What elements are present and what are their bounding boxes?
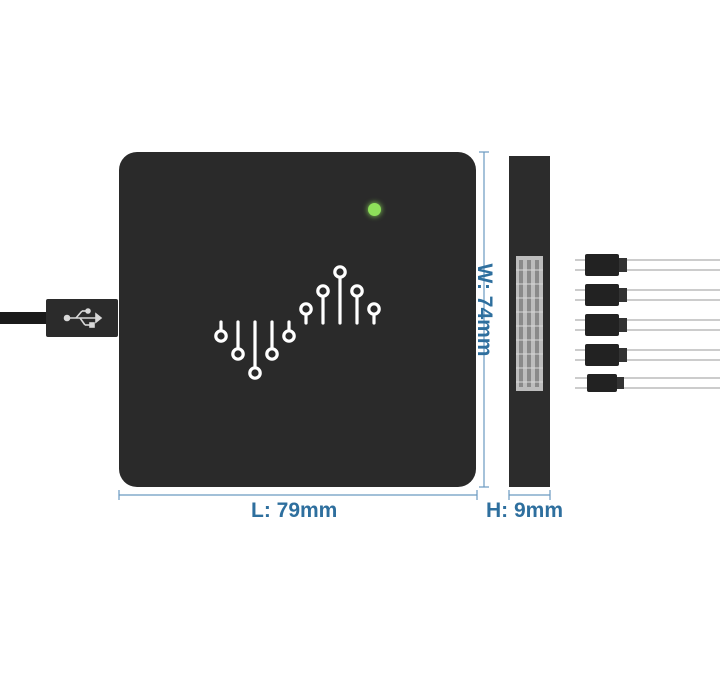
usb-cable (0, 299, 118, 337)
logic-analyzer-body (119, 152, 476, 487)
probe-wires (575, 254, 720, 392)
probe-connector (585, 314, 619, 336)
height-label: H: 9mm (486, 499, 564, 522)
probe-connector (585, 284, 619, 306)
usb-icon (63, 308, 103, 328)
signal-waveform-logo (214, 265, 381, 380)
status-led (368, 203, 381, 216)
probe-connector (585, 344, 619, 366)
probe-connector (587, 374, 617, 392)
width-label: W: 74mm (473, 263, 496, 357)
pin-header-connector (516, 256, 543, 391)
length-label: L: 79mm (251, 499, 338, 522)
probe-connector (585, 254, 619, 276)
